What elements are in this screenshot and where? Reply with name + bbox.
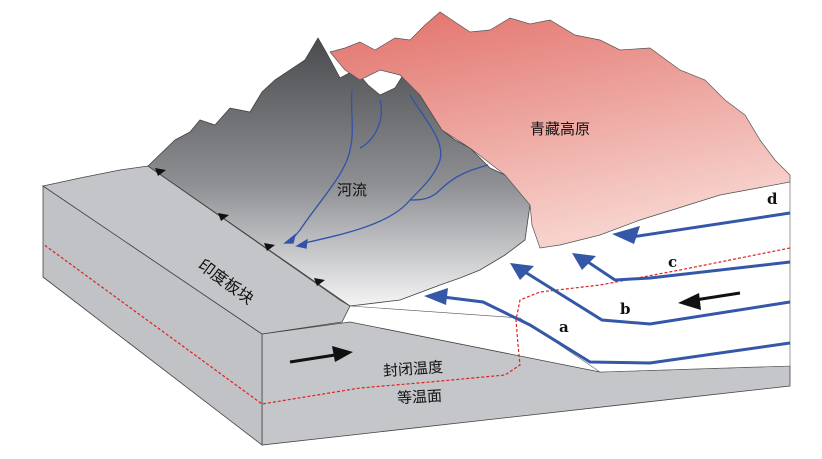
rivers bbox=[283, 89, 489, 249]
label-closure-temperature: 封闭温度 bbox=[382, 357, 444, 381]
label-river: 河流 bbox=[337, 181, 368, 199]
himalaya-mountains bbox=[147, 37, 531, 307]
flow-path-d bbox=[631, 211, 791, 239]
exhumation-flow-paths bbox=[442, 211, 791, 365]
flow-path-b bbox=[524, 270, 791, 326]
closure-isotherm-line bbox=[42, 243, 791, 405]
plate-motion-arrow bbox=[289, 346, 353, 364]
thrust-fault-markers bbox=[155, 168, 325, 286]
flow-path-a bbox=[442, 295, 791, 365]
flow-label-a: a bbox=[559, 318, 569, 336]
flow-label-d: d bbox=[767, 190, 778, 208]
flow-label-c: c bbox=[668, 253, 678, 271]
label-tibetan-plateau: 青藏高原 bbox=[530, 120, 591, 138]
flow-label-b: b bbox=[620, 300, 631, 318]
flow-arrowheads bbox=[424, 226, 640, 305]
tibetan-plateau bbox=[329, 11, 791, 249]
plateau-motion-arrow bbox=[678, 291, 741, 310]
slab-top-face bbox=[41, 165, 351, 335]
flow-path-c bbox=[587, 260, 791, 282]
label-isotherm: 等温面 bbox=[396, 386, 443, 408]
